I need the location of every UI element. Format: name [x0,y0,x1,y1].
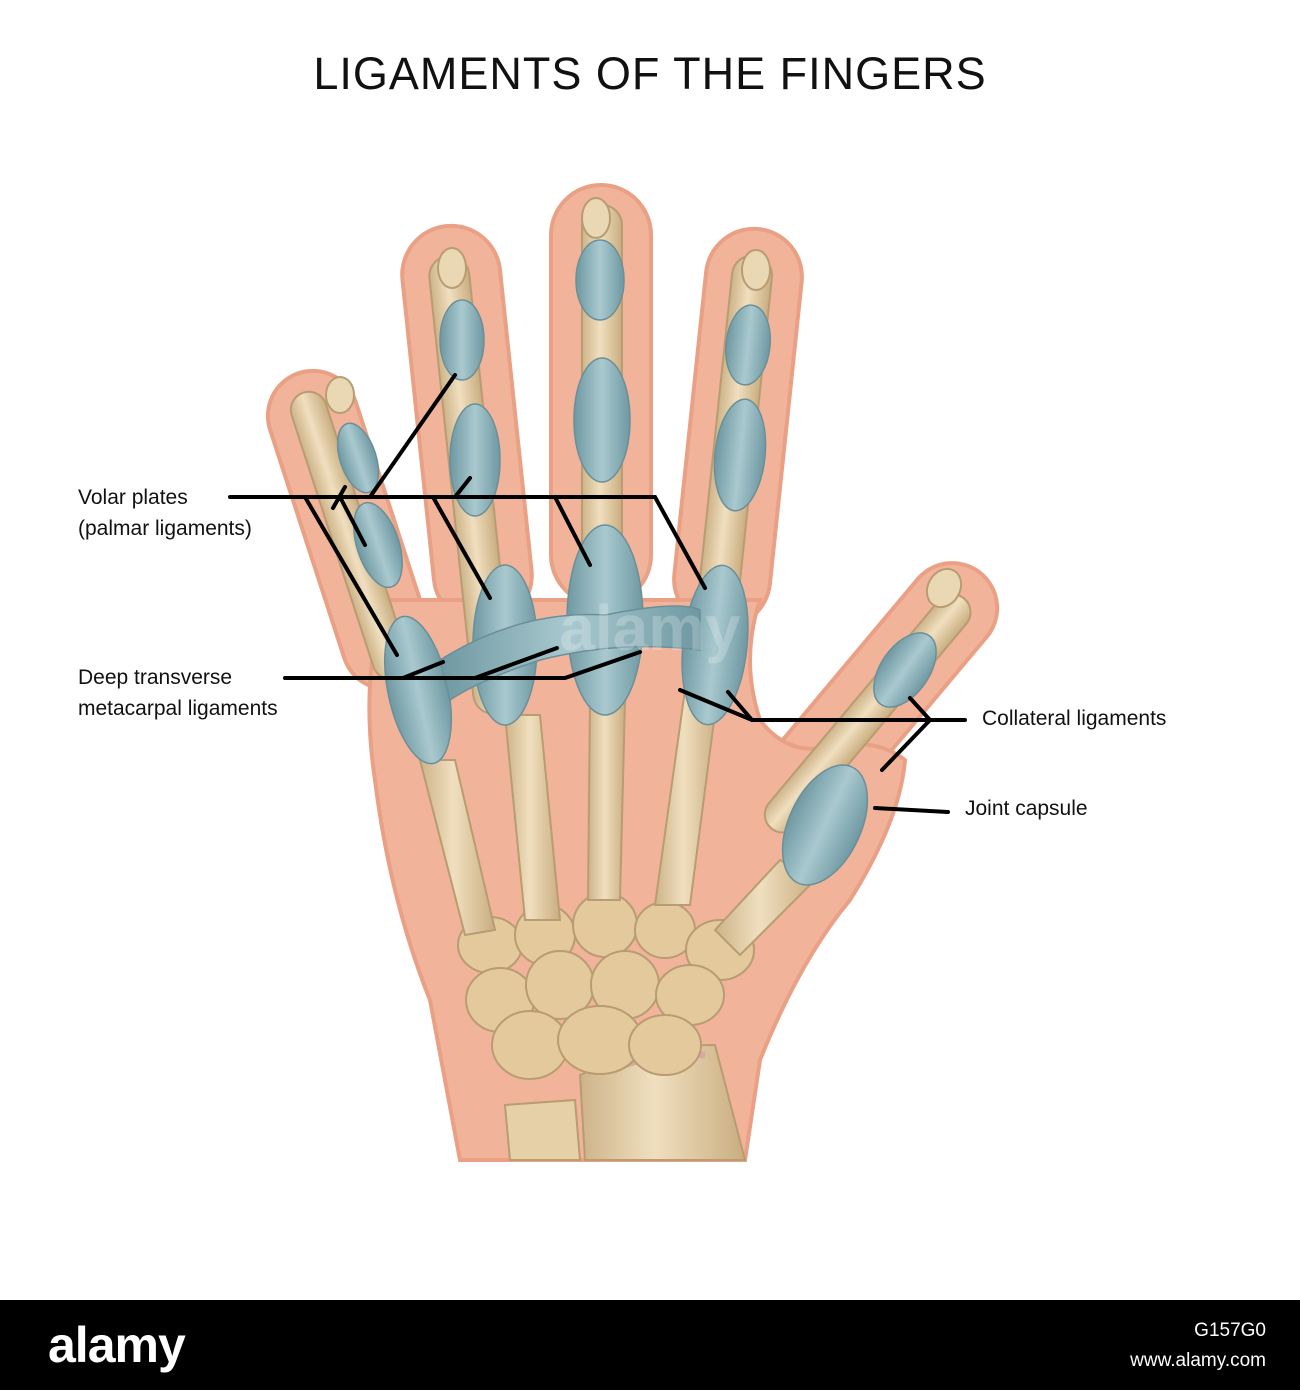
leader-lines [228,373,967,814]
label-volar-plates: Volar plates (palmar ligaments) [78,486,252,540]
fingertips [325,197,963,609]
watermark: alamy [559,592,741,664]
label-collateral-ligaments: Collateral ligaments [982,707,1167,730]
image-id: G157G0 [1194,1320,1266,1341]
leader-deep-transverse [283,650,642,680]
label-deep-transverse-metacarpal: Deep transverse metacarpal ligaments [78,666,278,720]
hand-anatomy-illustration: alamy [228,183,1000,1162]
metacarpal-bones [418,689,817,957]
footer-bar: alamy G157G0 www.alamy.com [0,1300,1300,1390]
label-joint-capsule: Joint capsule [965,797,1088,820]
carpal-bones [457,892,755,1080]
leader-joint-capsule [873,806,950,814]
footer-url[interactable]: www.alamy.com [1130,1350,1266,1371]
alamy-logo: alamy [48,1317,186,1373]
diagram-title: LIGAMENTS OF THE FINGERS [313,48,987,99]
